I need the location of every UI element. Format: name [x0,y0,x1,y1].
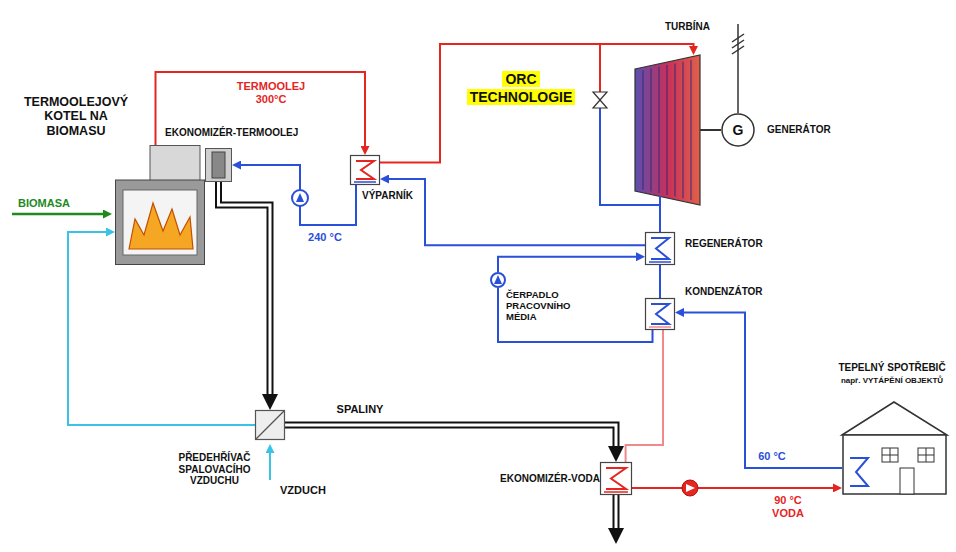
turbine: TURBÍNA [635,55,700,205]
pipe-connector [659,205,661,232]
flow-label: 60 °C [752,450,792,463]
economizer: EKONOMIZÉR-TERMOOLEJ [205,148,232,182]
oil-pump [292,190,308,206]
pipe-connector [156,72,366,146]
evaporator: VÝPARNÍK [350,155,380,185]
air-preheater-label: PŘEDEHŘÍVAČ SPALOVACÍHO VZDUCHU [172,452,257,487]
flue-gas-duct-inner [285,425,616,446]
pipe-connector [498,288,653,342]
regenerator-shape [645,232,675,265]
flue-gas-duct-inner [219,182,271,394]
heat-consumer-label: např. VYTÁPĚNÍ OBJEKTŮ [832,376,952,385]
generator-label: G [721,122,755,138]
water-economizer-shape [600,462,632,495]
condenser: KONDENZÁTOR [645,298,675,330]
evaporator-label: VÝPARNÍK [362,190,432,202]
boiler: TERMOOLEJOVÝ KOTEL NA BIOMASU [115,145,205,265]
working-fluid-pump: ČERPADLO PRACOVNÍHO MÉDIA [490,272,506,288]
boiler-label: TERMOOLEJOVÝ KOTEL NA BIOMASU [18,95,134,138]
working-fluid-pump-shape [490,272,506,288]
working-fluid-pump-label: ČERPADLO PRACOVNÍHO MÉDIA [506,290,584,323]
economizer-label: EKONOMIZÉR-TERMOOLEJ [165,127,315,139]
generator: GGENERÁTOR [721,113,755,147]
air-label: VZDUCH [280,484,326,497]
water-pump [682,480,698,496]
condenser-shape [645,298,675,330]
boiler-shape [115,145,205,265]
heat-consumer: TEPELNÝ SPOTŘEBIČnapř. VYTÁPĚNÍ OBJEKTŮ [842,400,947,495]
pipe-connector [389,179,645,245]
flow-label: 240 °C [303,231,347,244]
technology-badge: ORC TECHNOLOGIE [465,70,577,106]
flow-label: SPALINY [330,403,390,416]
pipe-connector [498,257,636,272]
turbine-shape [635,55,700,205]
regenerator: REGENERÁTOR [645,232,675,265]
flue-gas-duct [219,182,271,394]
flow-label: 90 °C VODA [768,494,808,519]
water-economizer-label: EKONOMIZÉR-VODA [500,473,595,485]
pipe-connector [632,487,833,489]
evaporator-shape [350,155,380,185]
flue-exhaust-arrow [616,495,617,528]
pipe-connector [659,265,661,298]
air-preheater: PŘEDEHŘÍVAČ SPALOVACÍHO VZDUCHU [255,410,285,440]
economizer-shape [205,148,232,182]
biomass-feed-arrow [12,213,103,216]
turbine-label: TURBÍNA [665,21,735,33]
condenser-label: KONDENZÁTOR [685,286,785,298]
air-inlet-arrow [269,453,271,480]
pipe-connector [626,330,663,462]
flue-gas-duct [285,425,616,446]
generator-label: GENERÁTOR [767,124,857,136]
water-economizer: EKONOMIZÉR-VODA [600,462,632,495]
heat-consumer-shape [842,400,947,495]
heat-consumer-label: TEPELNÝ SPOTŘEBIČ [832,362,952,374]
air-preheater-shape [255,410,285,440]
pipe-connector [700,129,721,131]
pipe-connector [684,312,842,468]
technology-badge-label: ORC TECHNOLOGIE [467,71,576,105]
pipe-connector [241,165,356,225]
fuel-label: BIOMASA [18,197,70,210]
bypass-valve [593,92,607,108]
flow-label: TERMOOLEJ 300°C [232,80,310,105]
regenerator-label: REGENERÁTOR [685,238,785,250]
grid-connection [732,24,744,113]
